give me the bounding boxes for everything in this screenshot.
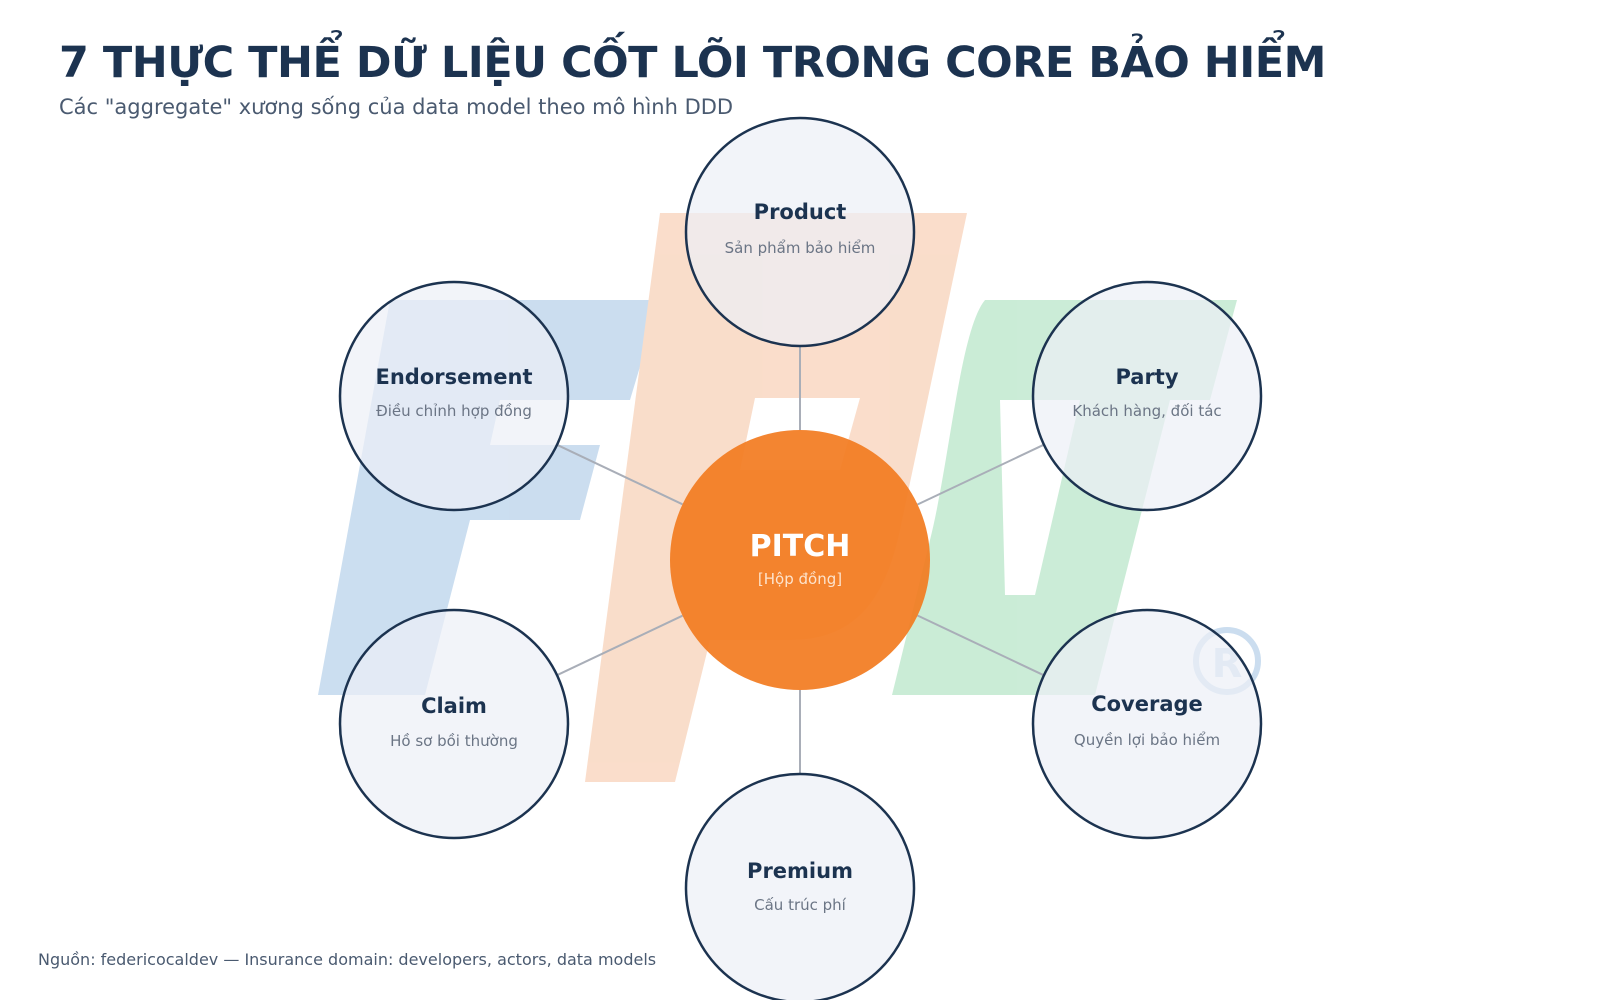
center-node-name: PITCH (750, 529, 851, 564)
node-endorsement-circle (338, 280, 570, 512)
center-node-circle (670, 430, 930, 690)
node-premium-name: Premium (747, 859, 853, 883)
node-product-desc: Sản phẩm bảo hiểm (725, 239, 876, 257)
node-product-name: Product (754, 200, 847, 224)
node-premium-circle (684, 772, 916, 1000)
center-node-pitch: PITCH [Hộp đồng] (670, 430, 930, 690)
node-party-desc: Khách hàng, đối tác (1072, 402, 1221, 420)
node-premium-desc: Cấu trúc phí (754, 896, 847, 914)
node-claim-circle (338, 608, 570, 840)
connector-endorsement (556, 443, 683, 506)
node-party-circle (1031, 280, 1263, 512)
node-premium: Premium Cấu trúc phí (684, 772, 916, 1000)
node-endorsement-name: Endorsement (376, 365, 533, 389)
node-product: Product Sản phẩm bảo hiểm (684, 116, 916, 348)
node-endorsement: Endorsement Điều chỉnh hợp đồng (338, 280, 570, 512)
node-claim-desc: Hồ sơ bồi thường (390, 732, 518, 750)
connector-claim (556, 614, 683, 677)
node-party-name: Party (1115, 365, 1178, 389)
connectors (556, 346, 1045, 774)
source-note: Nguồn: federicocaldev — Insurance domain… (38, 950, 657, 969)
slide-title: 7 THỰC THỂ DỮ LIỆU CỐT LÕI TRONG CORE BẢ… (59, 38, 1326, 88)
slide-subtitle: Các "aggregate" xương sống của data mode… (59, 95, 734, 119)
connector-coverage (917, 614, 1045, 677)
node-coverage-name: Coverage (1091, 692, 1203, 716)
node-product-circle (684, 116, 916, 348)
node-claim: Claim Hồ sơ bồi thường (338, 608, 570, 840)
node-coverage: Coverage Quyền lợi bảo hiểm (1031, 608, 1263, 840)
connector-party (917, 443, 1045, 506)
node-endorsement-desc: Điều chỉnh hợp đồng (376, 402, 532, 420)
node-coverage-circle (1031, 608, 1263, 840)
center-node-desc: [Hộp đồng] (758, 570, 842, 588)
node-coverage-desc: Quyền lợi bảo hiểm (1074, 731, 1220, 749)
node-claim-name: Claim (421, 694, 487, 718)
node-party: Party Khách hàng, đối tác (1031, 280, 1263, 512)
